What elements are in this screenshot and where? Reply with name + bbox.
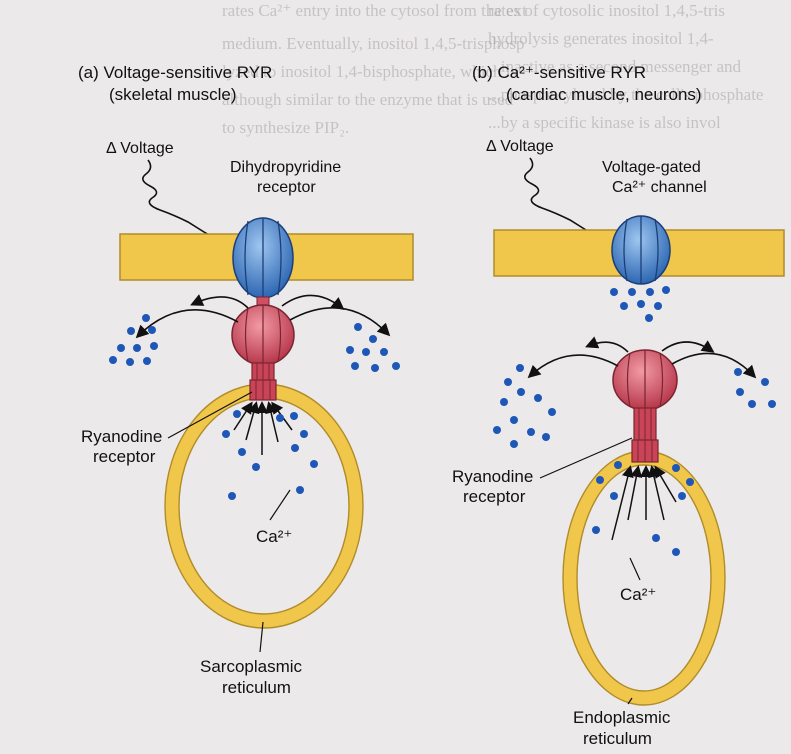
ca-release-arrow-b	[530, 355, 618, 376]
ca-release-arrow	[290, 308, 388, 334]
bleed-line: hydrolysis generates inositol 1,4-	[488, 29, 714, 48]
ryanodine-receptor-a-label-2: receptor	[93, 447, 156, 466]
bleed-line: although similar to the enzyme that is u…	[222, 90, 514, 109]
voltage-wave-arrow	[143, 160, 228, 244]
dhp-receptor-icon	[233, 218, 293, 298]
endoplasmic-reticulum-label-2: reticulum	[583, 729, 652, 748]
panel-b-heading: (b) Ca²⁺-sensitive RYR	[472, 63, 646, 82]
ryanodine-receptor-a-label: Ryanodine	[81, 427, 162, 446]
ryanodine-receptor-b-label-2: receptor	[463, 487, 526, 506]
panel-a: (a) Voltage-sensitive RYR (skeletal musc…	[78, 63, 413, 697]
bleed-line: to synthesize PIP₂.	[222, 118, 349, 137]
bleed-line: rates of cytosolic inositol 1,4,5-tris	[488, 1, 725, 20]
panel-b-subheading: (cardiac muscle, neurons)	[506, 85, 702, 104]
sarcoplasmic-reticulum-label-2: reticulum	[222, 678, 291, 697]
panel-b-voltage-label: Δ Voltage	[486, 138, 554, 155]
ca-channel-label-2: Ca²⁺ channel	[612, 179, 707, 196]
endoplasmic-reticulum	[570, 458, 718, 698]
calcium-label-a: Ca²⁺	[256, 527, 292, 546]
voltage-gated-channel-icon	[612, 216, 670, 284]
endoplasmic-reticulum-label: Endoplasmic	[573, 708, 671, 727]
sarcoplasmic-reticulum	[172, 391, 356, 621]
bleed-line: ...by a specific kinase is also invol	[488, 113, 721, 132]
ca-release-arrow	[193, 297, 248, 308]
ca-release-arrow-b	[588, 342, 628, 352]
bleed-line: medium. Eventually, inositol 1,4,5-trisp…	[222, 34, 525, 53]
bleed-line: rates Ca²⁺ entry into the cytosol from t…	[222, 1, 527, 20]
dhp-receptor-label-2: receptor	[257, 179, 316, 196]
panel-b: (b) Ca²⁺-sensitive RYR (cardiac muscle, …	[452, 63, 784, 748]
sarcoplasmic-reticulum-label: Sarcoplasmic	[200, 657, 303, 676]
panel-a-subheading: (skeletal muscle)	[109, 85, 237, 104]
ryanodine-receptor-b-icon	[613, 350, 677, 444]
panel-a-heading: (a) Voltage-sensitive RYR	[78, 63, 272, 82]
ca-release-arrow-b	[662, 342, 712, 351]
ca-channel-label: Voltage-gated	[602, 159, 701, 176]
ca-release-arrow	[282, 295, 342, 308]
dhp-receptor-label: Dihydropyridine	[230, 159, 341, 176]
ryanodine-receptor-b-label: Ryanodine	[452, 467, 533, 486]
calcium-label-b: Ca²⁺	[620, 585, 656, 604]
panel-a-voltage-label: Δ Voltage	[106, 140, 174, 157]
